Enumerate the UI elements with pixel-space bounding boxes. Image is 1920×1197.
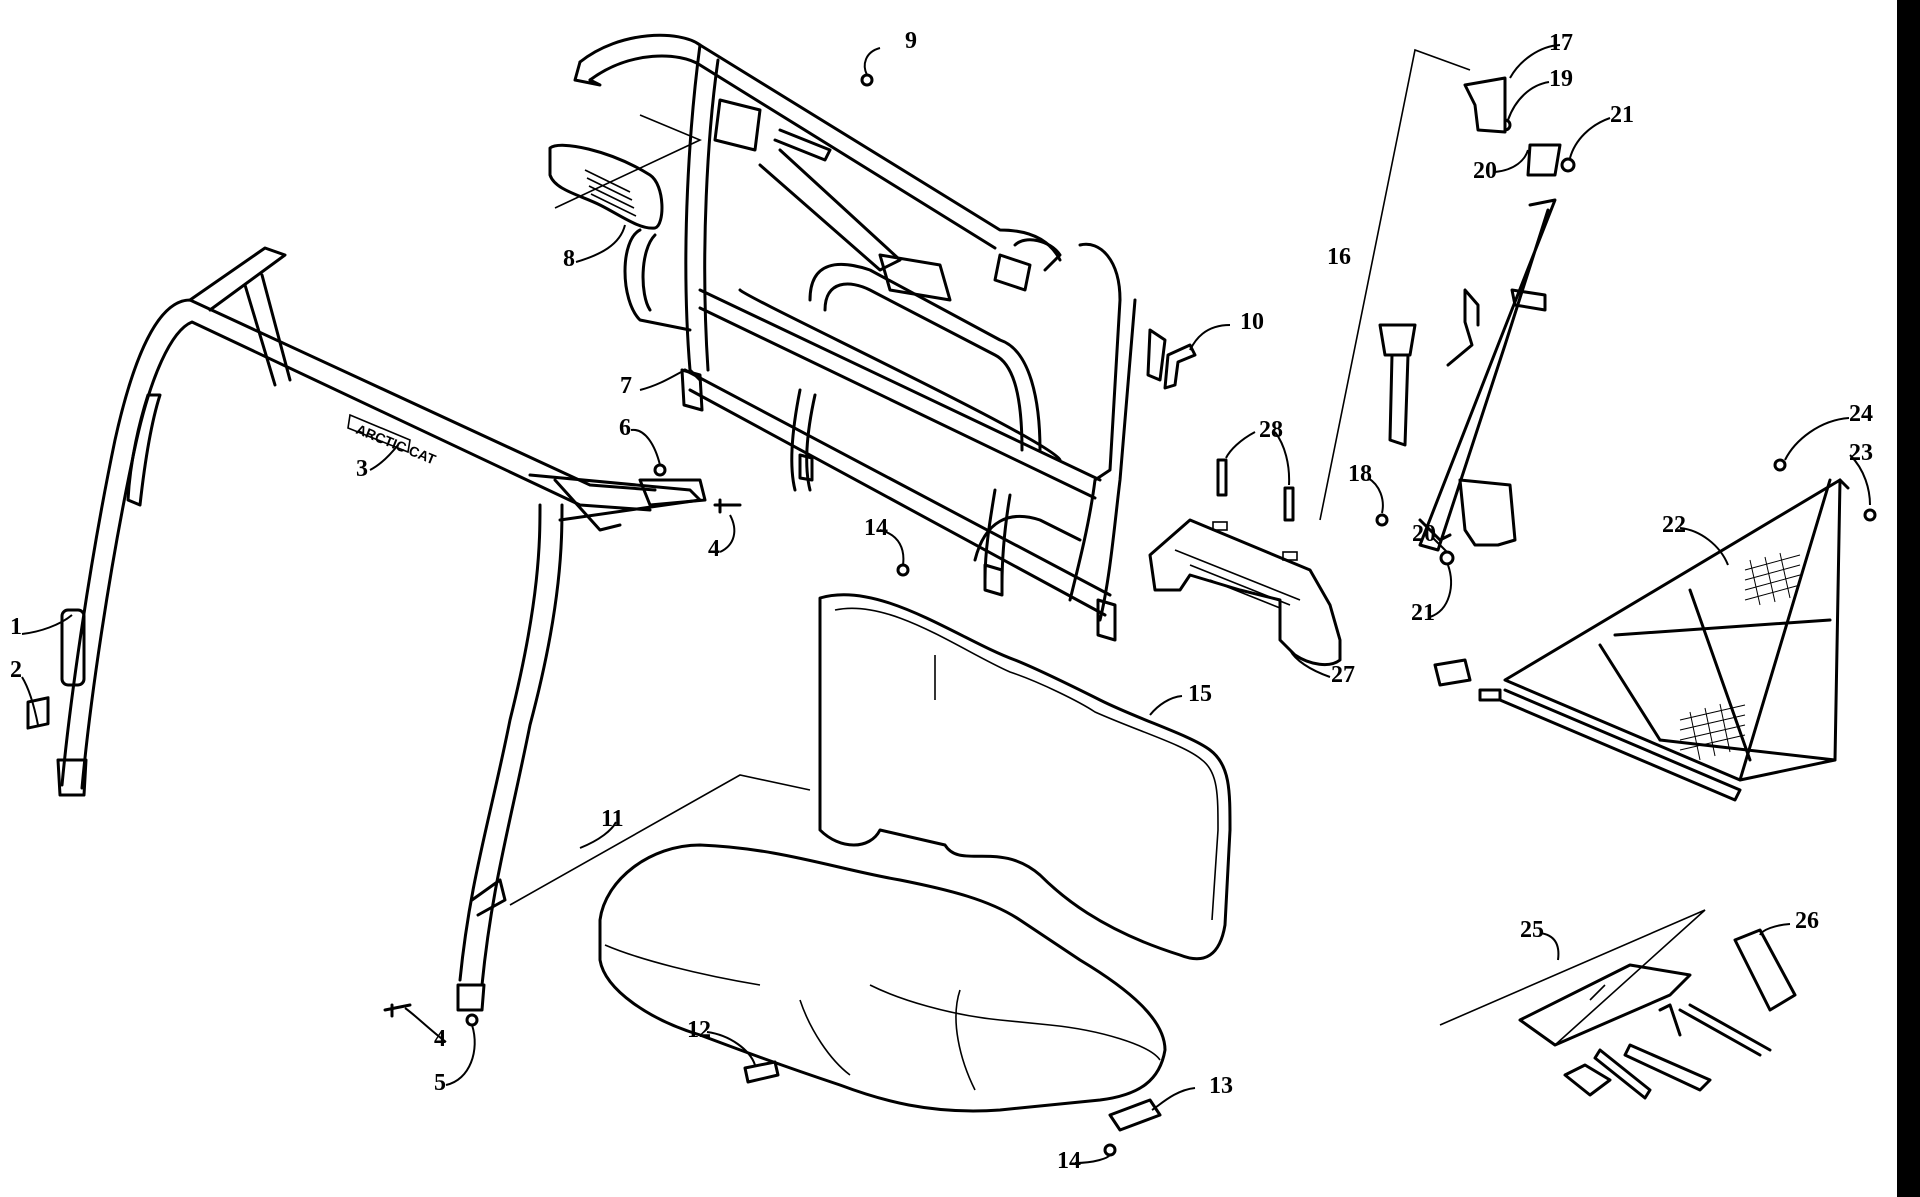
callout-20: 20 bbox=[1412, 521, 1436, 547]
callout-18: 18 bbox=[1348, 461, 1372, 487]
screw-23 bbox=[1863, 508, 1877, 522]
buckle bbox=[1378, 323, 1417, 357]
callout-8: 8 bbox=[563, 246, 575, 272]
callout-19: 19 bbox=[1549, 66, 1573, 92]
mounting-bracket bbox=[1163, 343, 1197, 390]
callout-26: 26 bbox=[1795, 908, 1819, 934]
washer-5 bbox=[465, 1013, 479, 1027]
mesh-side-panel bbox=[1433, 478, 1850, 802]
callout-12: 12 bbox=[687, 1017, 711, 1043]
tool-pouch bbox=[1518, 963, 1692, 1047]
callout-25: 25 bbox=[1520, 917, 1544, 943]
callout-28: 28 bbox=[1259, 417, 1283, 443]
seatbelt-bracket bbox=[1148, 518, 1342, 667]
callout-14: 14 bbox=[864, 515, 888, 541]
bolt-4-upper bbox=[713, 498, 742, 514]
callout-24: 24 bbox=[1849, 401, 1873, 427]
spark-plug-socket bbox=[1563, 1063, 1612, 1097]
bolt-28-right bbox=[1283, 486, 1295, 522]
grease-tube-26 bbox=[1733, 928, 1797, 1012]
group-brackets bbox=[509, 48, 1706, 1046]
callout-9: 9 bbox=[905, 28, 917, 54]
leader-lines bbox=[21, 44, 1871, 1164]
callout-23: 23 bbox=[1849, 440, 1873, 466]
bolt-18 bbox=[1375, 513, 1389, 527]
callout-16: 16 bbox=[1327, 244, 1351, 270]
panel-latch bbox=[1433, 658, 1472, 687]
nut-14-upper bbox=[896, 563, 910, 577]
callout-1: 1 bbox=[10, 614, 22, 640]
callout-6: 6 bbox=[619, 415, 631, 441]
callout-21: 21 bbox=[1610, 102, 1634, 128]
bolt-4-lower bbox=[383, 1003, 412, 1018]
washer-24 bbox=[1773, 458, 1787, 472]
washer-6 bbox=[653, 463, 667, 477]
seat-bottom-cushion bbox=[598, 843, 1167, 1113]
scan-border bbox=[1897, 0, 1920, 1197]
callout-27: 27 bbox=[1331, 662, 1355, 688]
callout-10: 10 bbox=[1240, 309, 1264, 335]
callout-22: 22 bbox=[1662, 512, 1686, 538]
headrest-pad bbox=[548, 143, 664, 230]
decal-label bbox=[26, 696, 50, 730]
wrench bbox=[1623, 1043, 1712, 1092]
callout-2: 2 bbox=[10, 657, 22, 683]
anchor-plate-20 bbox=[1526, 143, 1562, 177]
callout-5: 5 bbox=[434, 1070, 446, 1096]
seat-bracket-13 bbox=[1108, 1098, 1162, 1132]
nut-14-lower bbox=[1103, 1143, 1117, 1157]
callout-21: 21 bbox=[1411, 600, 1435, 626]
callout-14: 14 bbox=[1057, 1148, 1081, 1174]
seat-back-cushion bbox=[818, 593, 1232, 961]
callout-15: 15 bbox=[1188, 681, 1212, 707]
callout-13: 13 bbox=[1209, 1073, 1233, 1099]
callout-4: 4 bbox=[708, 536, 720, 562]
hex-key bbox=[1658, 1003, 1682, 1037]
socket bbox=[1593, 1048, 1652, 1100]
callout-numbers: 1234456789101112131414151617181920202121… bbox=[10, 28, 1873, 1174]
seatbelt-assembly bbox=[1378, 76, 1562, 552]
bolt-9 bbox=[860, 73, 874, 87]
tool-kit bbox=[1518, 928, 1797, 1100]
callout-3: 3 bbox=[356, 456, 368, 482]
seat-bracket-12 bbox=[743, 1060, 780, 1084]
callout-20: 20 bbox=[1473, 158, 1497, 184]
nut-21-lower bbox=[1439, 550, 1455, 566]
callout-4: 4 bbox=[434, 1026, 446, 1052]
rear-roll-cage bbox=[573, 33, 1167, 642]
callout-11: 11 bbox=[601, 806, 624, 832]
bolt-28-left bbox=[1216, 458, 1228, 497]
screwdriver-bit bbox=[1678, 1003, 1772, 1057]
nut-21-upper bbox=[1560, 157, 1576, 173]
callout-7: 7 bbox=[620, 373, 632, 399]
callout-17: 17 bbox=[1549, 30, 1573, 56]
belt-guide-17 bbox=[1463, 76, 1507, 134]
